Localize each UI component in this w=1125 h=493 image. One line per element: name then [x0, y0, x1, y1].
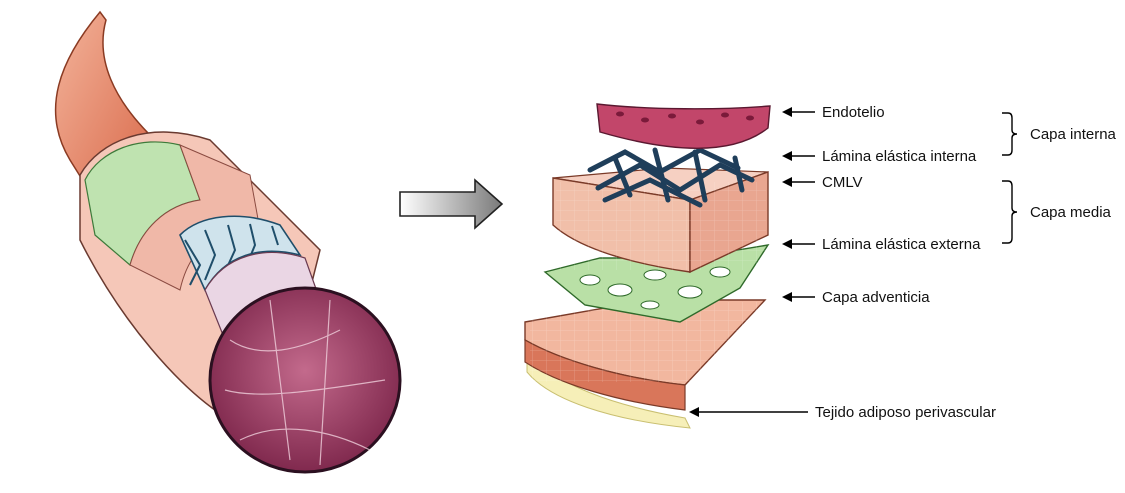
vessel-illustration [56, 12, 400, 472]
layer-smooth-muscle-texture [556, 182, 766, 270]
vessel-lumen [210, 288, 400, 472]
bracket-capa-media [1002, 181, 1017, 243]
layer-endothelium [597, 104, 770, 148]
bracket-capa-interna [1002, 113, 1017, 155]
label-tejido-adiposo: Tejido adiposo perivascular [815, 404, 996, 421]
transition-arrow [400, 180, 502, 228]
label-lamina-externa: Lámina elástica externa [822, 236, 981, 253]
label-endotelio: Endotelio [822, 104, 885, 121]
label-adventicia: Capa adventicia [822, 289, 930, 306]
group-capa-interna: Capa interna [1030, 126, 1117, 143]
label-lamina-interna: Lámina elástica interna [822, 148, 977, 165]
group-brackets [1002, 113, 1017, 243]
label-cmlv: CMLV [822, 174, 863, 191]
group-capa-media: Capa media [1030, 204, 1112, 221]
layer-stack [525, 104, 770, 428]
